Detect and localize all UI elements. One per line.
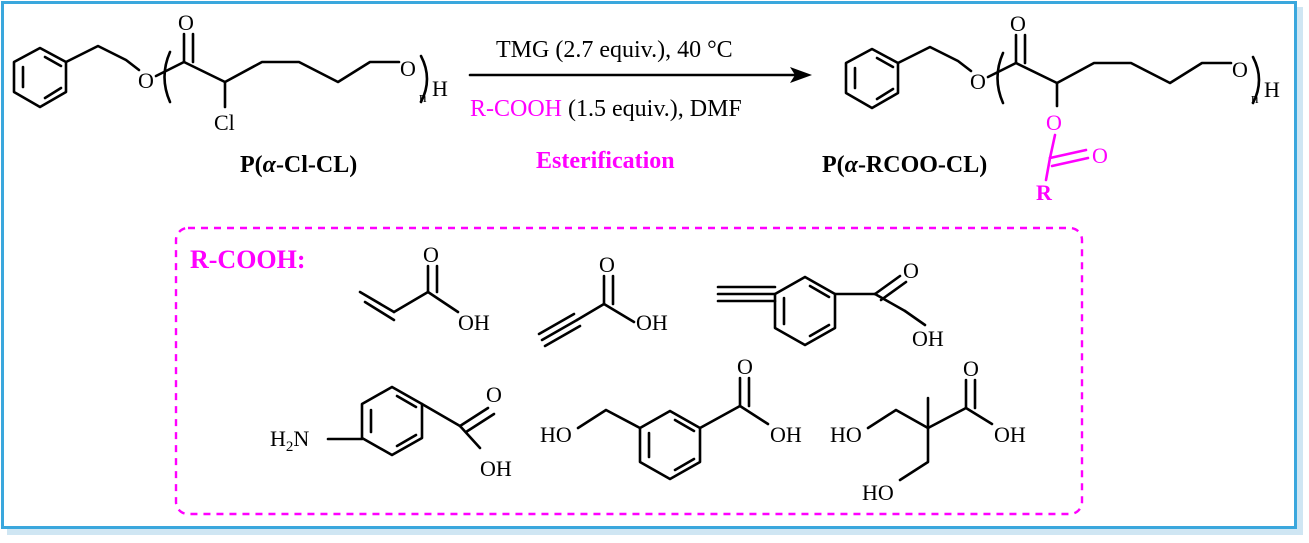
product-terminal-h: H bbox=[1264, 77, 1280, 102]
product-ester-oxygen: O bbox=[970, 69, 986, 94]
reactant-benzyl-ester-bonds bbox=[64, 44, 141, 72]
acid-panel-heading: R-COOH: bbox=[190, 245, 306, 274]
reactant-structure: O O Cl O n H P(α-Cl-CL) bbox=[12, 10, 448, 178]
ethynylbenzoic-acid-carbonyl-oxygen: O bbox=[903, 258, 919, 283]
reaction-arrow-head bbox=[790, 67, 812, 83]
bhmpa-alcohol-2: HO bbox=[862, 480, 894, 505]
product-benzene-ring bbox=[844, 47, 900, 110]
ethynylbenzoic-acid: O OH bbox=[716, 258, 944, 351]
hydroxymethylbenzoic-acid-carbonyl-oxygen: O bbox=[737, 354, 753, 379]
product-side-carbonyl-oxygen: O bbox=[1092, 143, 1108, 168]
bhmpa-alcohol-1: HO bbox=[830, 422, 862, 447]
product-close-paren bbox=[1251, 55, 1261, 105]
reactant-carbonyl-oxygen: O bbox=[178, 10, 194, 35]
product-structure: O O O n H O O R P(α-RCOO-CL) bbox=[822, 11, 1280, 205]
reactant-chain-oxygen: O bbox=[400, 56, 416, 81]
acrylic-acid-carbonyl-oxygen: O bbox=[423, 242, 439, 267]
acrylic-acid: O OH bbox=[358, 242, 490, 335]
product-chain-oxygen: O bbox=[1232, 57, 1248, 82]
product-side-ester: O O R bbox=[1036, 110, 1108, 205]
reactant-chlorine: Cl bbox=[214, 110, 235, 135]
reaction-type-label: Esterification bbox=[536, 148, 675, 174]
acid-panel-border bbox=[174, 226, 1084, 516]
reactant-name: P(α-Cl-CL) bbox=[240, 152, 357, 178]
hydroxymethylbenzoic-acid-hydroxyl: OH bbox=[770, 422, 802, 447]
aminobenzoic-acid: H2N O OH bbox=[270, 382, 512, 481]
product-repeat-n: n bbox=[1251, 91, 1259, 107]
hydroxymethylbenzoic-acid: HO O OH bbox=[540, 354, 802, 481]
aminobenzoic-acid-hydroxyl: OH bbox=[480, 456, 512, 481]
product-name: P(α-RCOO-CL) bbox=[822, 152, 987, 178]
product-r-group: R bbox=[1036, 180, 1053, 205]
aminobenzoic-acid-amine: H2N bbox=[270, 426, 309, 455]
product-carbonyl-oxygen: O bbox=[1010, 11, 1026, 36]
acrylic-acid-hydroxyl: OH bbox=[458, 310, 490, 335]
bis-hydroxymethyl-propionic-acid: HO O OH HO bbox=[830, 356, 1026, 505]
reactant-repeat-n: n bbox=[419, 90, 427, 106]
reactant-terminal-h: H bbox=[432, 76, 448, 101]
reactant-open-paren bbox=[163, 50, 172, 104]
product-side-oxygen: O bbox=[1046, 110, 1062, 135]
product-benzyl-ester-bonds bbox=[896, 45, 973, 73]
reaction-arrow-group: TMG (2.7 equiv.), 40 °C R-COOH (1.5 equi… bbox=[468, 37, 812, 174]
condition-line-1: TMG (2.7 equiv.), 40 °C bbox=[496, 37, 733, 63]
product-open-paren bbox=[996, 51, 1005, 105]
reactant-ester-oxygen: O bbox=[138, 68, 154, 93]
bhmpa-hydroxyl: OH bbox=[994, 422, 1026, 447]
product-backbone-chain bbox=[1014, 61, 1233, 85]
hydroxymethylbenzoic-acid-alcohol: HO bbox=[540, 422, 572, 447]
propiolic-acid-carbonyl-oxygen: O bbox=[599, 252, 615, 277]
ethynylbenzoic-acid-hydroxyl: OH bbox=[912, 326, 944, 351]
bhmpa-carbonyl-oxygen: O bbox=[963, 356, 979, 381]
propiolic-acid: O OH bbox=[537, 252, 668, 348]
reactant-backbone-chain bbox=[182, 60, 401, 84]
propiolic-acid-hydroxyl: OH bbox=[636, 310, 668, 335]
aminobenzoic-acid-carbonyl-oxygen: O bbox=[486, 382, 502, 407]
reactant-benzene-ring bbox=[12, 46, 68, 109]
acid-panel: R-COOH: O OH O OH bbox=[174, 226, 1084, 516]
reactant-close-paren bbox=[419, 54, 429, 104]
condition-line-2: R-COOH (1.5 equiv.), DMF bbox=[470, 96, 742, 122]
